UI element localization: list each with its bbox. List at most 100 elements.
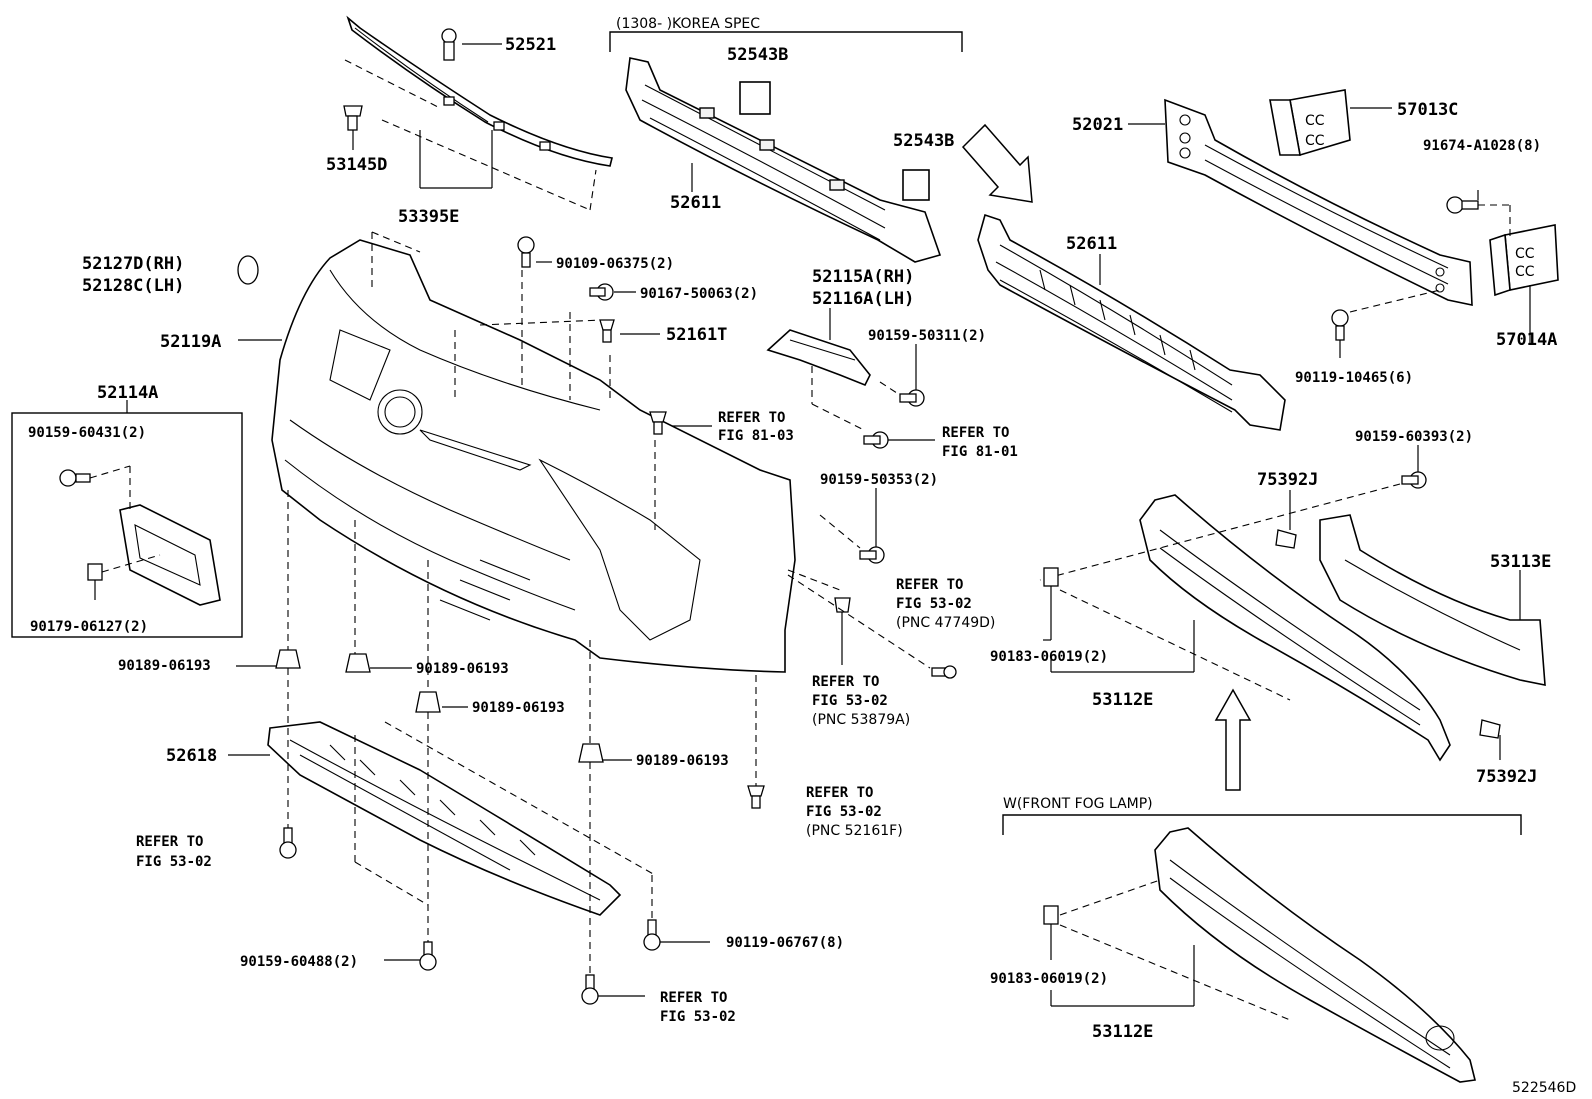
label-52611-b: 52611 <box>1066 234 1117 254</box>
label-refer-53879-b: FIG 53-02 <box>812 693 888 709</box>
label-refer-8101-a: REFER TO <box>942 425 1009 441</box>
label-90189-d: 90189-06193 <box>636 753 729 769</box>
svg-text:CC: CC <box>1305 133 1325 149</box>
label-refer-left-a: REFER TO <box>136 834 203 850</box>
label-90179: 90179-06127(2) <box>30 619 148 635</box>
bolt-90159-60393 <box>1401 471 1427 489</box>
label-refer-8101-b: FIG 81-01 <box>942 444 1018 460</box>
label-korea-spec: (1308- )KOREA SPEC <box>616 16 760 32</box>
label-refer-52161-b: FIG 53-02 <box>806 804 882 820</box>
label-90183-b: 90183-06019(2) <box>990 971 1108 987</box>
label-refer-8103-b: FIG 81-03 <box>718 428 794 444</box>
svg-text:CC: CC <box>1515 246 1535 262</box>
clip-75392J-a <box>1275 529 1297 549</box>
pad-52543B-a <box>739 81 771 115</box>
clip-refer-53879A <box>834 597 851 613</box>
label-90119-06767: 90119-06767(8) <box>726 935 844 951</box>
svg-text:CC: CC <box>1515 264 1535 280</box>
label-52128C: 52128C(LH) <box>82 276 184 296</box>
label-90119-10465: 90119-10465(6) <box>1295 370 1413 386</box>
arrow-down-right <box>961 123 1033 203</box>
label-90189-c: 90189-06193 <box>472 700 565 716</box>
pad-52543B-b <box>902 169 930 201</box>
screw-refer-left <box>279 827 297 859</box>
label-refer-8103-a: REFER TO <box>718 410 785 426</box>
label-53112E-b: 53112E <box>1092 1022 1153 1042</box>
nut-90183-a <box>1043 567 1059 587</box>
label-53112E-a: 53112E <box>1092 690 1153 710</box>
label-90159-50311: 90159-50311(2) <box>868 328 986 344</box>
cover-53113E <box>1319 514 1546 686</box>
bolt-90159-50353 <box>859 546 885 564</box>
label-52127D: 52127D(RH) <box>82 254 184 274</box>
label-75392J-a: 75392J <box>1257 470 1318 490</box>
absorber-52611-korea <box>625 57 942 263</box>
label-52543B-b: 52543B <box>893 131 954 151</box>
clip-refer-8103 <box>649 411 667 435</box>
label-52611-a: 52611 <box>670 193 721 213</box>
bumper-upper-molding-53395E <box>346 15 613 167</box>
screw-refer-47749D <box>931 665 957 679</box>
label-52521: 52521 <box>505 35 556 55</box>
label-90109: 90109-06375(2) <box>556 256 674 272</box>
label-53145D: 53145D <box>326 155 387 175</box>
label-52114A: 52114A <box>97 383 158 403</box>
label-90159-60393: 90159-60393(2) <box>1355 429 1473 445</box>
label-refer-53879-a: REFER TO <box>812 674 879 690</box>
label-75392J-b: 75392J <box>1476 767 1537 787</box>
label-91674: 91674-A1028(8) <box>1423 138 1541 154</box>
screw-refer-bottom <box>581 974 599 1005</box>
label-90189-b: 90189-06193 <box>416 661 509 677</box>
clip-52161T <box>599 319 615 343</box>
clip-52521 <box>441 28 457 61</box>
clip-53145D <box>343 105 363 131</box>
label-52116A: 52116A(LH) <box>812 289 914 309</box>
clip-90189-c <box>415 691 441 713</box>
label-53113E: 53113E <box>1490 552 1551 572</box>
bolt-90159-50311 <box>899 389 925 407</box>
clip-90189-b <box>345 653 371 673</box>
label-fog-lamp: W(FRONT FOG LAMP) <box>1003 796 1153 812</box>
label-refer-52161-c: (PNC 52161F) <box>806 823 903 839</box>
bolt-90167 <box>589 283 614 301</box>
front-bumper-cover-52119A <box>271 239 796 673</box>
label-90159-50353: 90159-50353(2) <box>820 472 938 488</box>
retainer-52115A <box>766 329 871 387</box>
grille-53112E <box>1139 494 1451 762</box>
nut-90183-b <box>1043 905 1059 925</box>
bolt-90119-10465 <box>1331 309 1349 341</box>
label-refer-47749-c: (PNC 47749D) <box>896 615 995 631</box>
bolt-refer-8101 <box>863 431 889 449</box>
svg-text:CC: CC <box>1305 113 1325 129</box>
bracket-57014A: CC CC <box>1489 224 1559 297</box>
under-cover-52618 <box>267 721 622 916</box>
label-refer-bottom-b: FIG 53-02 <box>660 1009 736 1025</box>
label-57014A: 57014A <box>1496 330 1557 350</box>
label-refer-52161-a: REFER TO <box>806 785 873 801</box>
bolt-90159-60488 <box>419 941 437 971</box>
label-52021: 52021 <box>1072 115 1123 135</box>
nut-90179 <box>87 563 103 581</box>
label-refer-47749-a: REFER TO <box>896 577 963 593</box>
label-90183-a: 90183-06019(2) <box>990 649 1108 665</box>
grille-53112E-fog <box>1154 827 1476 1083</box>
label-57013C: 57013C <box>1397 100 1458 120</box>
label-refer-47749-b: FIG 53-02 <box>896 596 972 612</box>
label-52161T: 52161T <box>666 325 727 345</box>
label-52618: 52618 <box>166 746 217 766</box>
label-53395E: 53395E <box>398 207 459 227</box>
label-90167: 90167-50063(2) <box>640 286 758 302</box>
label-52543B-a: 52543B <box>727 45 788 65</box>
label-52115A: 52115A(RH) <box>812 267 914 287</box>
label-refer-left-b: FIG 53-02 <box>136 854 212 870</box>
absorber-52611 <box>977 213 1286 431</box>
label-90189-a: 90189-06193 <box>118 658 211 674</box>
cap-52127D <box>237 255 259 285</box>
label-refer-53879-c: (PNC 53879A) <box>812 712 910 728</box>
label-52119A: 52119A <box>160 332 221 352</box>
bolt-90109 <box>517 236 535 268</box>
clip-90189-d <box>578 743 604 763</box>
reinforcement-52021 <box>1164 98 1473 306</box>
label-90159-60431: 90159-60431(2) <box>28 425 146 441</box>
